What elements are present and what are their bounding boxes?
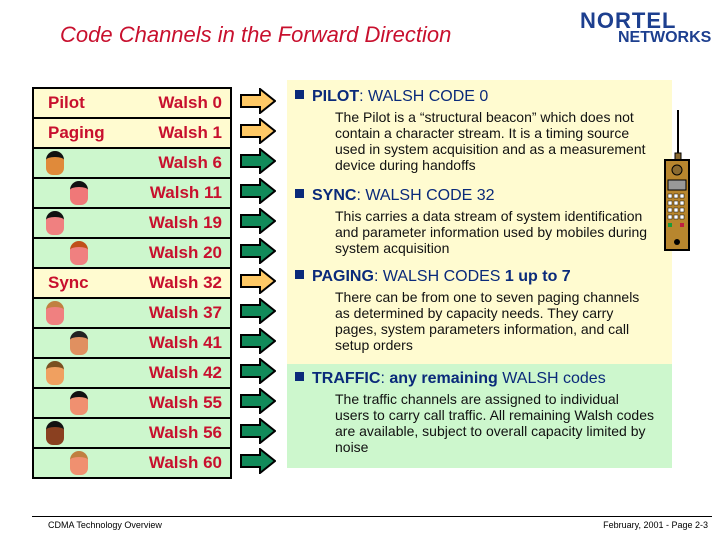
traffic-section: TRAFFIC: any remaining WALSH codes The t… bbox=[295, 370, 655, 455]
overhead-panel bbox=[287, 80, 672, 364]
channel-label: Paging bbox=[48, 123, 105, 142]
sync-heading: SYNC: WALSH CODE 32 bbox=[295, 187, 655, 205]
traffic-panel bbox=[287, 364, 672, 468]
channel-row: Walsh 55 bbox=[32, 387, 232, 419]
walsh-code: Walsh 60 bbox=[148, 453, 222, 472]
user-face-icon bbox=[70, 181, 88, 205]
channel-row: Walsh 42 bbox=[32, 357, 232, 389]
traffic-heading: TRAFFIC: any remaining WALSH codes bbox=[295, 370, 655, 388]
page-title: Code Channels in the Forward Direction bbox=[60, 22, 452, 47]
sync-description: This carries a data stream of system ide… bbox=[335, 208, 648, 256]
channel-row: Walsh 20 bbox=[32, 237, 232, 269]
walsh-code: Walsh 37 bbox=[148, 303, 222, 322]
nortel-logo: NORTEL NETWORKS bbox=[580, 8, 712, 47]
channel-row: Walsh 11 bbox=[32, 177, 232, 209]
traffic-arrow-icon bbox=[240, 328, 276, 354]
walsh-code: Walsh 19 bbox=[148, 213, 222, 232]
traffic-arrow-icon bbox=[240, 208, 276, 234]
user-face-icon bbox=[70, 241, 88, 265]
user-face-icon bbox=[46, 301, 64, 325]
channel-row: Walsh 6 bbox=[32, 147, 232, 179]
walsh-code: Walsh 6 bbox=[158, 153, 222, 172]
walsh-code: Walsh 20 bbox=[148, 243, 222, 262]
overhead-arrow-icon bbox=[240, 88, 276, 114]
channel-row: Walsh 56 bbox=[32, 417, 232, 449]
overhead-arrow-icon bbox=[240, 118, 276, 144]
user-face-icon bbox=[46, 421, 64, 445]
pilot-section: PILOT: WALSH CODE 0 The Pilot is a “stru… bbox=[295, 88, 655, 173]
footer-divider bbox=[32, 516, 712, 517]
traffic-arrow-icon bbox=[240, 418, 276, 444]
traffic-arrow-icon bbox=[240, 448, 276, 474]
sync-section: SYNC: WALSH CODE 32 This carries a data … bbox=[295, 187, 655, 256]
overhead-arrow-icon bbox=[240, 268, 276, 294]
traffic-arrow-icon bbox=[240, 148, 276, 174]
channel-row: Walsh 37 bbox=[32, 297, 232, 329]
traffic-arrow-icon bbox=[240, 178, 276, 204]
traffic-arrow-icon bbox=[240, 358, 276, 384]
channel-row: Pilot Walsh 0 bbox=[32, 87, 232, 119]
pilot-heading: PILOT: WALSH CODE 0 bbox=[295, 88, 655, 106]
user-face-icon bbox=[70, 391, 88, 415]
walsh-code-table: Pilot Walsh 0 Paging Walsh 1 Walsh 6 Walsh 11… bbox=[32, 87, 232, 479]
user-face-icon bbox=[46, 361, 64, 385]
traffic-arrow-icon bbox=[240, 298, 276, 324]
paging-heading: PAGING: WALSH CODES 1 up to 7 bbox=[295, 268, 655, 286]
walsh-code: Walsh 11 bbox=[149, 183, 222, 202]
footer-left: CDMA Technology Overview bbox=[48, 520, 162, 530]
pilot-description: The Pilot is a “structural beacon” which… bbox=[335, 109, 646, 173]
footer-page: February, 2001 - Page 2-3 bbox=[603, 520, 708, 530]
paging-description: There can be from one to seven paging ch… bbox=[335, 289, 640, 353]
channel-row: Walsh 19 bbox=[32, 207, 232, 239]
mobile-phone-icon bbox=[664, 110, 690, 251]
traffic-arrow-icon bbox=[240, 388, 276, 414]
walsh-code: Walsh 1 bbox=[158, 123, 222, 142]
channel-label: Sync bbox=[48, 273, 89, 292]
user-face-icon bbox=[70, 331, 88, 355]
walsh-code: Walsh 41 bbox=[148, 333, 222, 352]
walsh-code: Walsh 56 bbox=[148, 423, 222, 442]
user-face-icon bbox=[70, 451, 88, 475]
channel-row: Paging Walsh 1 bbox=[32, 117, 232, 149]
channel-row: Walsh 60 bbox=[32, 447, 232, 479]
walsh-code: Walsh 42 bbox=[148, 363, 222, 382]
user-face-icon bbox=[46, 151, 64, 175]
paging-section: PAGING: WALSH CODES 1 up to 7 There can … bbox=[295, 268, 655, 353]
walsh-code: Walsh 55 bbox=[148, 393, 222, 412]
channel-row: Walsh 41 bbox=[32, 327, 232, 359]
walsh-code: Walsh 32 bbox=[148, 273, 222, 292]
channel-label: Pilot bbox=[48, 93, 85, 112]
user-face-icon bbox=[46, 211, 64, 235]
walsh-code: Walsh 0 bbox=[158, 93, 222, 112]
channel-row: Sync Walsh 32 bbox=[32, 267, 232, 299]
traffic-description: The traffic channels are assigned to ind… bbox=[335, 391, 655, 455]
traffic-arrow-icon bbox=[240, 238, 276, 264]
